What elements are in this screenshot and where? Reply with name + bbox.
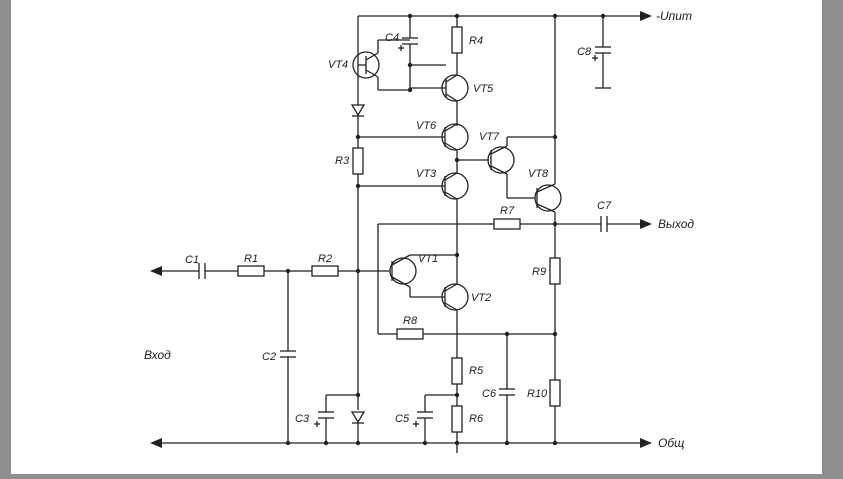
label-vt1: VT1 — [418, 253, 438, 265]
label-vt8: VT8 — [528, 168, 549, 180]
label-r7: R7 — [500, 205, 515, 217]
label-vt2: VT2 — [471, 292, 491, 304]
feedback-network — [377, 216, 652, 443]
label-vt4: VT4 — [328, 59, 348, 71]
label-c1: C1 — [185, 254, 199, 266]
label-r3: R3 — [335, 155, 350, 167]
label-vt3: VT3 — [416, 168, 437, 180]
label-r4: R4 — [469, 35, 483, 47]
label-vt6: VT6 — [416, 120, 437, 132]
label-c3: C3 — [295, 413, 310, 425]
supply-rail — [358, 11, 652, 21]
label-c8: C8 — [577, 46, 592, 58]
label-r2: R2 — [318, 253, 332, 265]
label-r9: R9 — [532, 266, 546, 278]
schematic-sheet: -Uпит Выход Общ Вход C1 C2 C3 C4 C5 C6 C… — [11, 0, 822, 474]
label-vt7: VT7 — [479, 131, 500, 143]
label-r10: R10 — [527, 388, 548, 400]
output-stage — [441, 16, 611, 258]
input-line — [150, 263, 390, 443]
junction-dots — [285, 13, 606, 446]
label-c5: C5 — [395, 413, 410, 425]
upper-stage — [352, 16, 469, 126]
label-input: Вход — [144, 348, 171, 362]
label-r5: R5 — [469, 365, 484, 377]
label-c4: C4 — [385, 32, 399, 44]
label-vt5: VT5 — [473, 83, 494, 95]
bias-branch — [314, 16, 445, 443]
label-ground: Общ — [658, 436, 684, 450]
label-c6: C6 — [482, 388, 497, 400]
ground-rail — [150, 438, 652, 453]
label-r1: R1 — [244, 253, 258, 265]
label-r8: R8 — [403, 315, 418, 327]
label-c2: C2 — [262, 351, 276, 363]
label-c7: C7 — [597, 200, 612, 212]
amplifier-schematic: -Uпит Выход Общ Вход C1 C2 C3 C4 C5 C6 C… — [144, 9, 694, 453]
label-output: Выход — [658, 217, 694, 231]
label-supply: -Uпит — [656, 9, 692, 23]
label-r6: R6 — [469, 413, 484, 425]
